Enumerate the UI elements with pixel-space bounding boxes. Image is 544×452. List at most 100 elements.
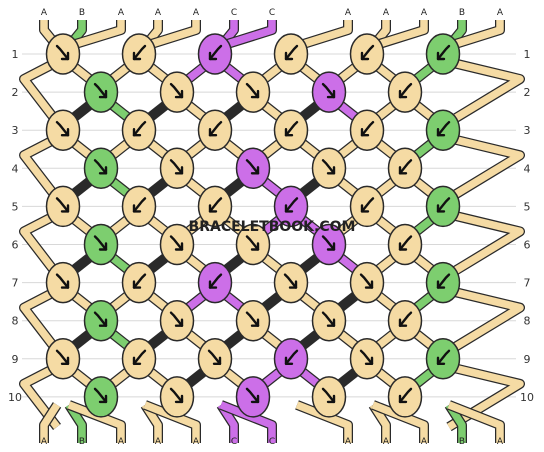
- watermark: BRACELETBOOK.COM: [189, 219, 356, 235]
- strand-segment: [20, 287, 60, 353]
- forward-arrow-icon: [245, 387, 260, 404]
- backward-arrow-icon: [436, 44, 451, 61]
- arrowhead: [250, 394, 260, 404]
- knot: [45, 185, 81, 228]
- knot: [311, 147, 347, 190]
- arrowhead: [60, 204, 70, 213]
- arrowhead: [174, 394, 184, 404]
- arrowhead: [364, 280, 374, 289]
- backward-arrow-icon: [132, 44, 147, 61]
- knot: [425, 338, 461, 380]
- arrowhead: [360, 51, 370, 61]
- bottom-strand-label: A: [193, 437, 200, 447]
- row-number-left: 1: [12, 48, 19, 61]
- knot: [311, 71, 347, 113]
- top-strand-label: C: [269, 8, 275, 18]
- bottom-strand-label: B: [79, 437, 85, 447]
- arrowhead: [208, 204, 218, 213]
- backward-arrow-icon: [284, 44, 299, 61]
- forward-arrow-icon: [321, 82, 336, 99]
- knot: [121, 109, 157, 151]
- knot: [159, 223, 195, 266]
- top-strand-label: A: [383, 8, 390, 18]
- bottom-strand-label: A: [421, 437, 428, 447]
- top-strand-label: A: [345, 8, 352, 18]
- row-number-left: 6: [12, 239, 19, 252]
- arrowhead: [174, 166, 184, 175]
- knot: [273, 261, 309, 304]
- backward-arrow-icon: [132, 121, 147, 137]
- knot: [387, 376, 423, 418]
- knot: [235, 299, 271, 342]
- strand-segment: [143, 401, 200, 443]
- top-strand-label: B: [459, 8, 465, 18]
- row-number-left: 7: [12, 277, 19, 290]
- arrowhead: [360, 204, 370, 213]
- forward-arrow-icon: [55, 197, 70, 213]
- backward-arrow-icon: [398, 82, 413, 99]
- backward-arrow-icon: [398, 387, 413, 404]
- knot: [83, 147, 119, 190]
- forward-arrow-icon: [55, 121, 70, 137]
- bottom-strand-label: A: [497, 437, 504, 447]
- row-number-left: 5: [12, 200, 19, 213]
- arrowhead: [284, 51, 294, 61]
- knot: [311, 376, 347, 418]
- forward-arrow-icon: [93, 159, 108, 175]
- forward-arrow-icon: [93, 311, 108, 327]
- top-strand-label: A: [497, 8, 504, 18]
- bottom-strand-label: A: [155, 437, 162, 447]
- bottom-strand-label: A: [345, 437, 352, 447]
- bottom-strand-label: A: [383, 437, 390, 447]
- backward-arrow-icon: [132, 273, 147, 289]
- knot: [159, 376, 195, 418]
- arrowhead: [98, 242, 108, 251]
- row-number-right: 9: [524, 353, 531, 366]
- backward-arrow-icon: [360, 197, 375, 213]
- arrowhead: [250, 318, 260, 327]
- arrowhead: [284, 204, 294, 213]
- knot: [45, 109, 81, 151]
- arrowhead: [208, 127, 218, 137]
- forward-arrow-icon: [55, 44, 70, 61]
- knot: [159, 71, 195, 113]
- knot: [121, 338, 157, 380]
- backward-arrow-icon: [208, 197, 223, 213]
- backward-arrow-icon: [284, 349, 299, 365]
- backward-arrow-icon: [398, 311, 413, 327]
- forward-arrow-icon: [93, 235, 108, 251]
- top-strand-label: C: [231, 8, 237, 18]
- arrowhead: [132, 280, 142, 289]
- arrowhead: [174, 89, 184, 99]
- arrowhead: [132, 51, 142, 61]
- knot: [425, 185, 461, 228]
- forward-arrow-icon: [55, 273, 70, 289]
- arrowhead: [60, 51, 70, 61]
- strand-segment: [67, 401, 125, 443]
- backward-arrow-icon: [360, 121, 375, 137]
- arrowhead: [284, 356, 294, 365]
- arrowhead: [360, 127, 370, 137]
- knot: [387, 71, 423, 113]
- arrowhead: [326, 318, 336, 327]
- arrowhead: [208, 280, 218, 289]
- forward-arrow-icon: [245, 235, 260, 251]
- forward-arrow-icon: [321, 235, 336, 251]
- knot: [349, 338, 385, 380]
- top-strand-label: A: [193, 8, 200, 18]
- forward-arrow-icon: [321, 387, 336, 404]
- knot: [197, 185, 233, 228]
- knot: [425, 33, 461, 75]
- knot: [235, 71, 271, 113]
- knot: [273, 109, 309, 151]
- knot: [235, 147, 271, 190]
- arrowhead: [60, 356, 70, 365]
- knot: [197, 33, 233, 75]
- knot: [235, 223, 271, 266]
- arrowhead: [132, 204, 142, 213]
- strand-segment: [20, 134, 60, 201]
- arrowhead: [326, 166, 336, 175]
- forward-arrow-icon: [93, 82, 108, 99]
- knot: [159, 299, 195, 342]
- strand-segment: [295, 20, 352, 50]
